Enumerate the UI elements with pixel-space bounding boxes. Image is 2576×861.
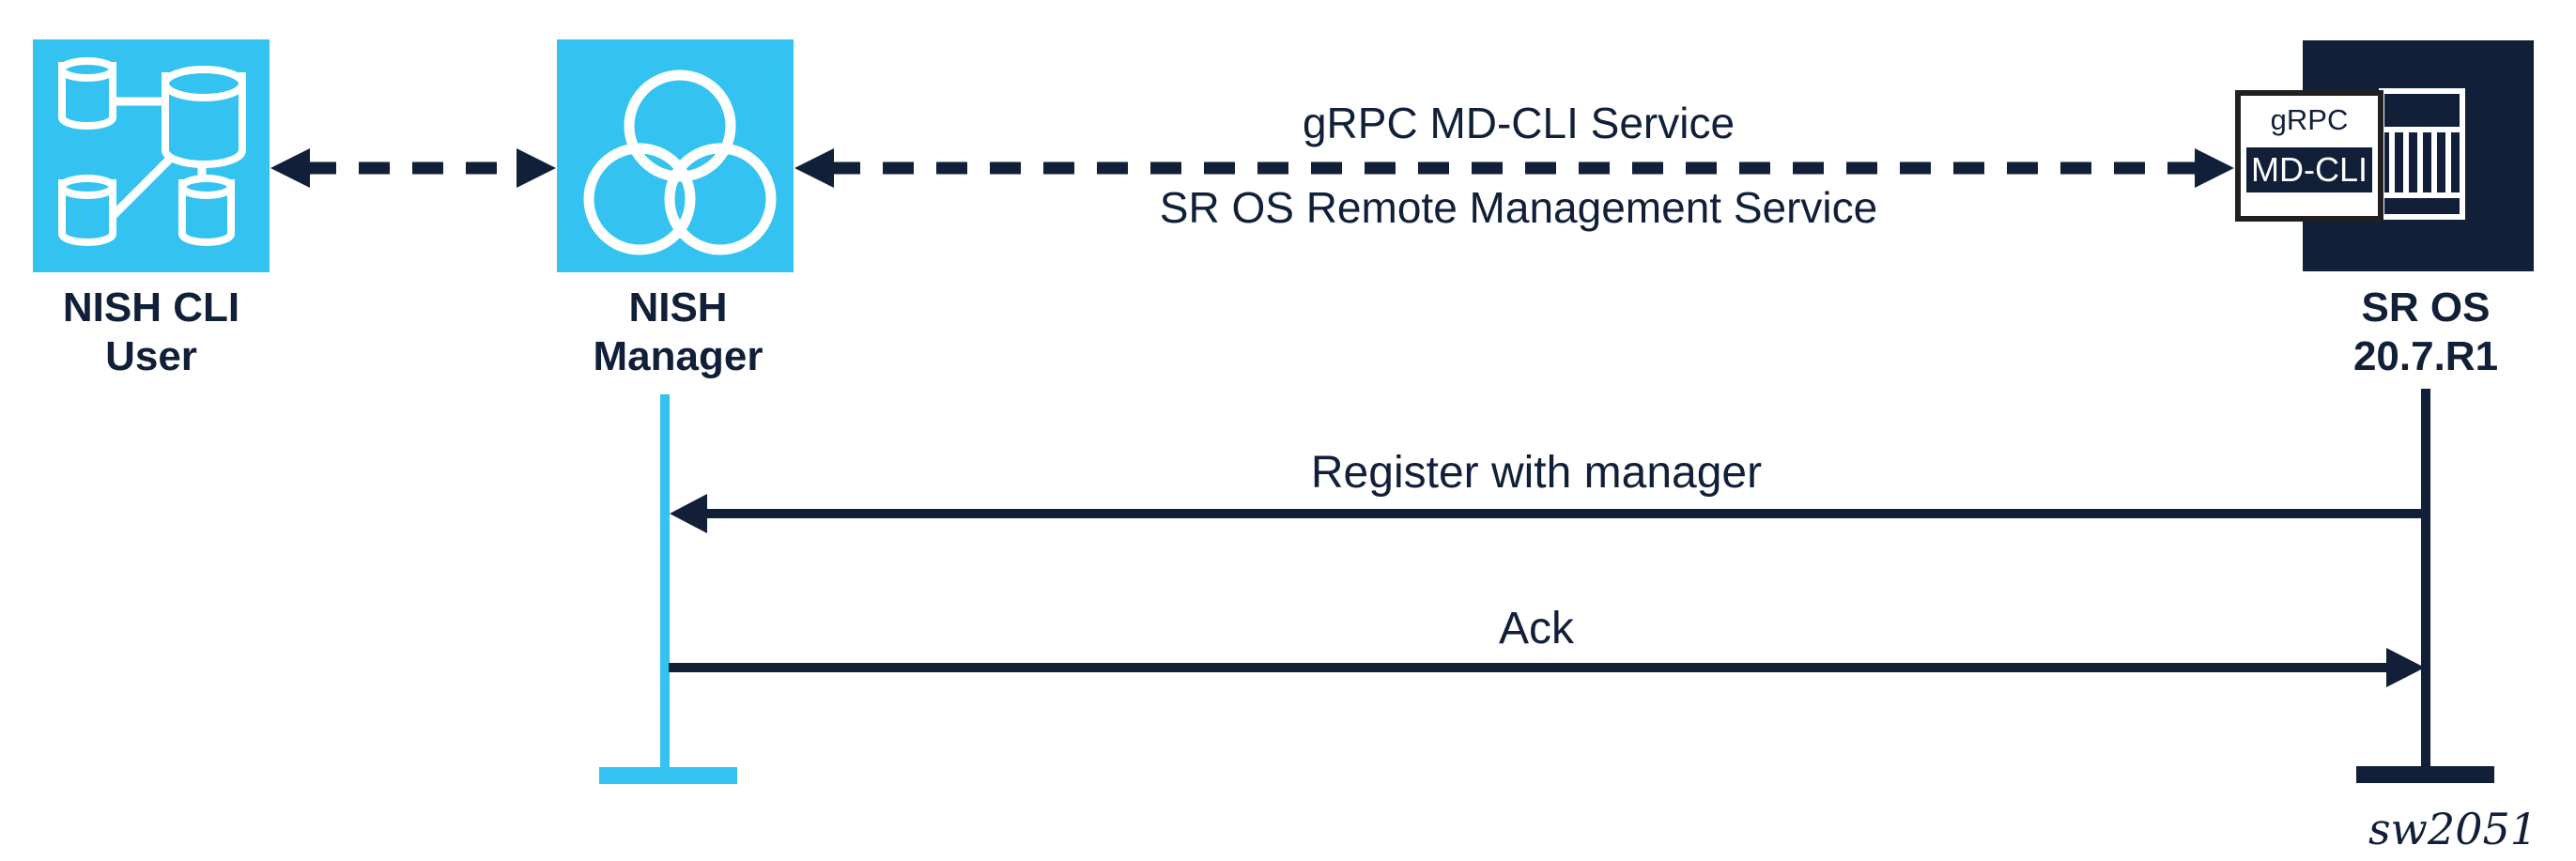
sros-lifeline [2421, 389, 2430, 783]
nish-cli-user-box [33, 39, 270, 272]
grpc-overlay-title: gRPC [2270, 103, 2349, 136]
grpc-mdcli-service-label: gRPC MD-CLI Service [1302, 99, 1735, 147]
user-manager-dashed-arrow [270, 148, 556, 188]
mdcli-badge-label: MD-CLI [2251, 150, 2368, 189]
nish-manager-label: NISH Manager [557, 284, 799, 381]
register-message-label: Register with manager [1310, 448, 1763, 498]
sros-lifeline-end-bar [2356, 766, 2494, 783]
nish-manager-lifeline [660, 394, 670, 784]
sros-label-line2: 20.7.R1 [2352, 333, 2499, 379]
ack-message-label: Ack [1498, 604, 1574, 653]
figure-id-watermark: sw2051 [2368, 804, 2537, 854]
nish-manager-lifeline-end-bar [599, 767, 737, 784]
nish-manager-box [557, 39, 794, 272]
nish-cli-user-label-line2: User [105, 333, 197, 379]
manager-sros-dashed-arrow [794, 148, 2234, 188]
nish-cli-user-label-line1: NISH CLI [62, 284, 240, 331]
router-chassis-icon [2379, 88, 2465, 220]
mdcli-badge: MD-CLI [2246, 147, 2372, 192]
nish-manager-label-line2: Manager [593, 333, 764, 379]
register-message-arrow [670, 494, 2427, 533]
database-network-icon [58, 57, 246, 246]
nish-manager-label-line1: NISH [628, 284, 728, 331]
venn-circles-icon [583, 69, 777, 255]
sros-label-line1: SR OS [2361, 284, 2491, 331]
ack-message-arrow [669, 648, 2425, 687]
grpc-mdcli-overlay-box: gRPC MD-CLI [2235, 90, 2383, 222]
nish-cli-user-label: NISH CLI User [23, 284, 279, 381]
sros-remote-management-service-label: SR OS Remote Management Service [1159, 183, 1878, 232]
sros-label: SR OS 20.7.R1 [2308, 284, 2543, 381]
